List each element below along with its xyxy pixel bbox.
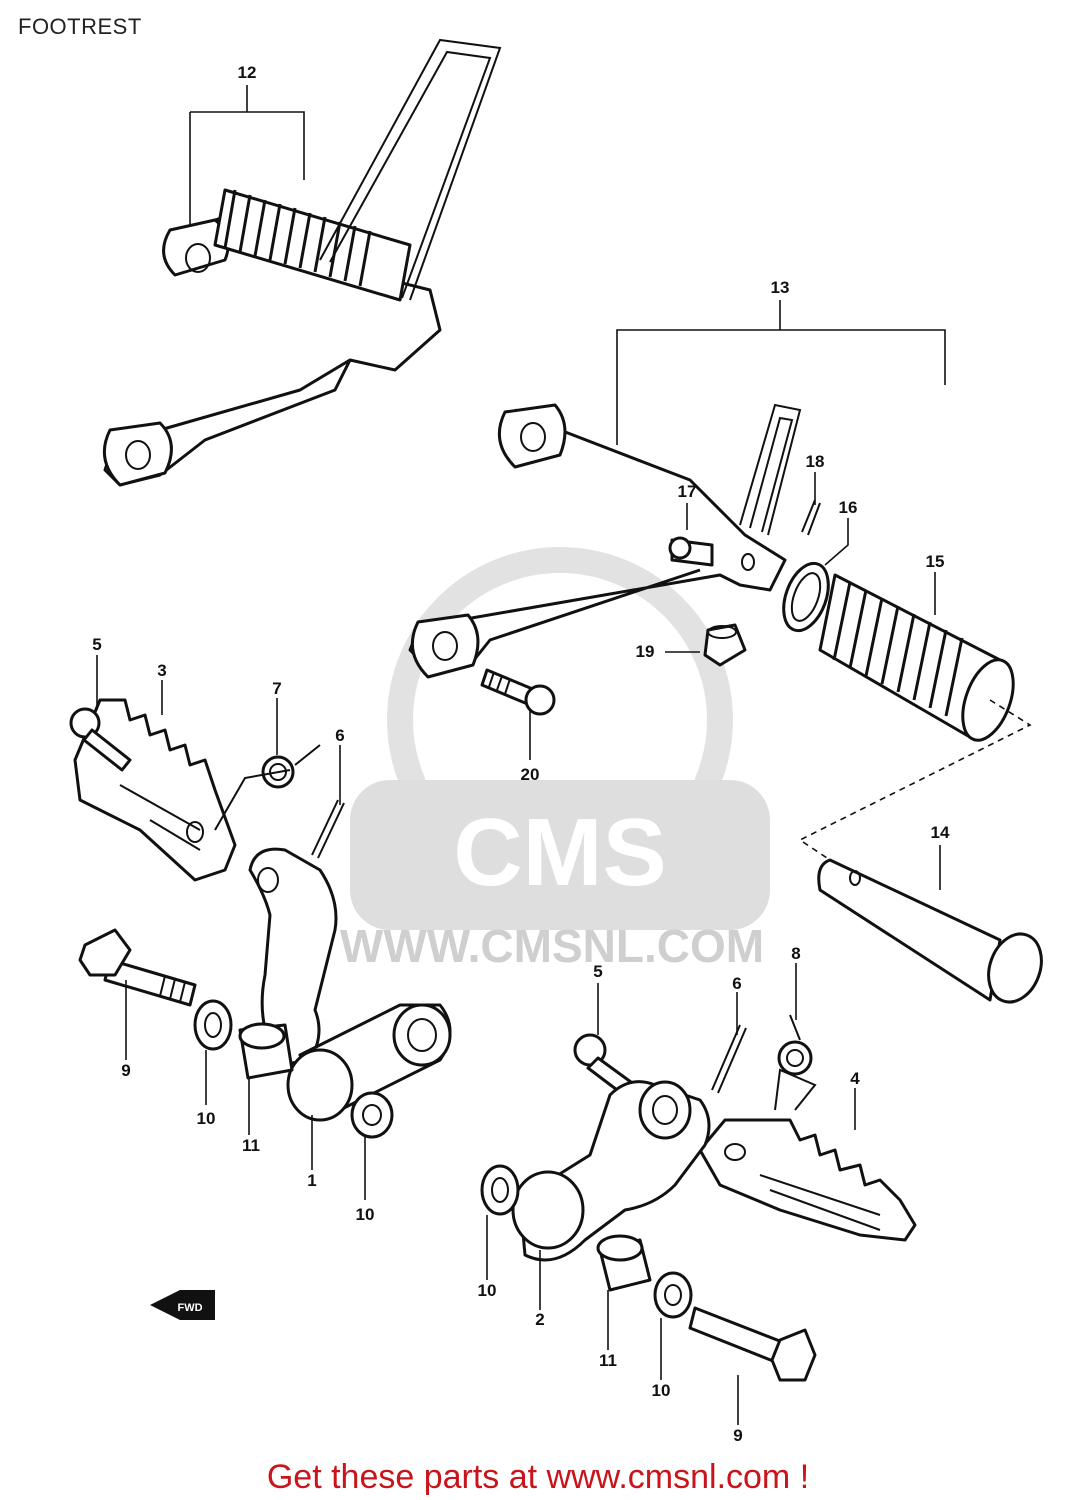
leader-lines <box>96 472 941 1425</box>
part-8-spring <box>774 1014 817 1111</box>
callout-17: 17 <box>678 482 697 501</box>
callout-19: 19 <box>636 642 655 661</box>
part-13-footrest-bracket <box>408 300 946 679</box>
front-direction-label: FWD <box>177 1302 202 1314</box>
callouts: 12 13 18 17 16 15 19 20 14 5 3 7 6 9 10 … <box>92 63 950 1445</box>
part-9-bolt-right <box>688 1306 817 1382</box>
callout-6-left: 6 <box>335 726 344 745</box>
callout-15: 15 <box>926 552 945 571</box>
callout-8: 8 <box>791 944 800 963</box>
callout-9-right: 9 <box>733 1426 742 1445</box>
part-10-washer-right-a <box>480 1164 520 1216</box>
callout-4: 4 <box>850 1069 860 1088</box>
callout-13: 13 <box>771 278 790 297</box>
callout-18: 18 <box>806 452 825 471</box>
callout-5-right: 5 <box>593 962 602 981</box>
part-20-screw <box>480 668 556 716</box>
callout-9-left: 9 <box>121 1061 130 1080</box>
part-12-pillion-footrest-assembly <box>102 38 502 487</box>
part-18-cotter-pin <box>801 499 821 536</box>
page-title: FOOTREST <box>18 14 142 39</box>
callout-14: 14 <box>931 823 950 842</box>
callout-10-left-b: 10 <box>356 1205 375 1224</box>
watermark-url: WWW.CMSNL.COM <box>340 920 764 972</box>
part-6-cotter-pin-right <box>711 1024 747 1094</box>
part-9-bolt-left <box>78 928 197 1007</box>
part-10-washer-left-a <box>193 999 233 1051</box>
part-11-collar-left <box>238 1022 294 1080</box>
part-11-collar-right <box>596 1234 652 1292</box>
part-10-washer-right-b <box>653 1271 693 1319</box>
callout-16: 16 <box>839 498 858 517</box>
front-direction-marker: FWD <box>150 1290 215 1320</box>
callout-11-right: 11 <box>599 1351 617 1370</box>
part-2-footrest-bracket-right <box>511 1080 711 1262</box>
part-16-washer <box>782 561 830 633</box>
callout-7: 7 <box>272 679 281 698</box>
part-15-footrest-rubber <box>818 573 1015 742</box>
part-19-plug <box>703 623 747 667</box>
callout-10-left-a: 10 <box>197 1109 216 1128</box>
callout-10-right-a: 10 <box>478 1281 497 1300</box>
callout-2: 2 <box>535 1310 544 1329</box>
callout-3: 3 <box>157 661 166 680</box>
callout-5-left: 5 <box>92 635 101 654</box>
part-1-footrest-bracket <box>248 847 452 1122</box>
part-10-washer-left-b <box>350 1091 394 1139</box>
part-4-footrest-right <box>698 1118 917 1242</box>
part-3-footrest-left <box>73 698 237 882</box>
part-5-pin-left <box>69 707 132 772</box>
callout-12: 12 <box>238 63 257 82</box>
part-14-pin <box>798 699 1043 1004</box>
callout-20: 20 <box>521 765 540 784</box>
parts-link-footer[interactable]: Get these parts at www.cmsnl.com ! <box>266 1458 810 1496</box>
watermark-brand: CMS <box>453 799 666 906</box>
part-6-cotter-pin-left <box>311 799 345 859</box>
callout-1: 1 <box>307 1171 316 1190</box>
callout-11-left: 11 <box>242 1136 260 1155</box>
callout-6-right: 6 <box>732 974 741 993</box>
watermark: CMS WWW.CMSNL.COM <box>340 547 770 972</box>
callout-10-right-b: 10 <box>652 1381 671 1400</box>
part-7-spring <box>214 744 321 831</box>
